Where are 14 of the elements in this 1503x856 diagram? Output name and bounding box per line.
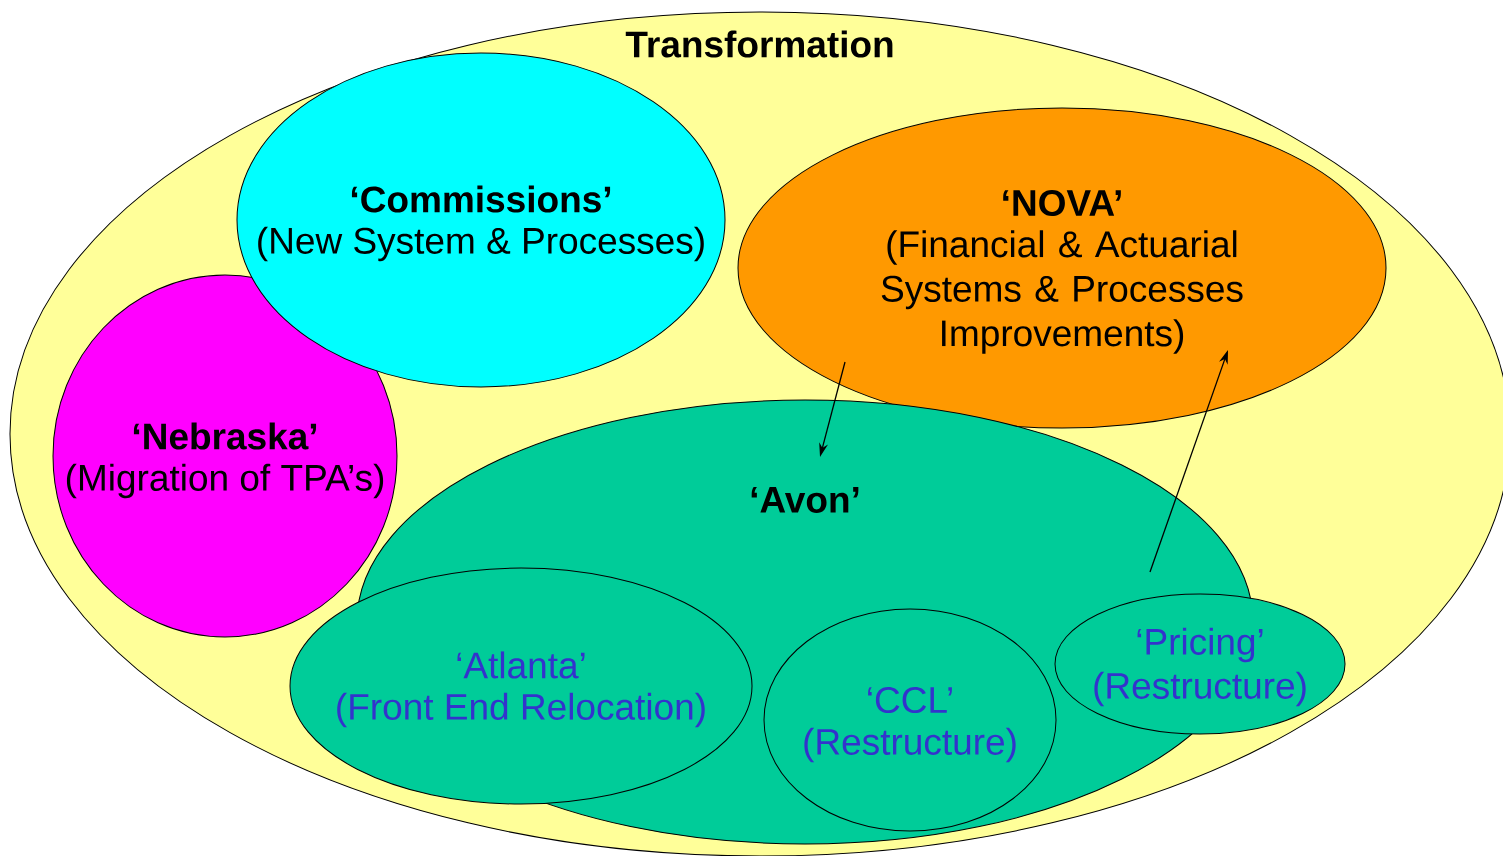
ellipse-description: (Restructure) xyxy=(1094,671,1306,707)
ellipse-description: (Migration of TPA’s) xyxy=(66,463,384,499)
ellipse-description: (Financial & Actuarial Systems & Processes Improvements) xyxy=(881,230,1243,354)
ellipse-title: ‘Commissions’ xyxy=(351,185,611,213)
ellipse-title: ‘Atlanta’ xyxy=(457,651,585,679)
ellipse-title: ‘Pricing’ xyxy=(1137,627,1263,663)
ellipse-title: ‘NOVA’ xyxy=(1003,189,1121,217)
ellipse-description: (Restructure) xyxy=(804,727,1016,763)
ellipse-description: (New System & Processes) xyxy=(258,226,704,262)
ellipse-description: (Front End Relocation) xyxy=(337,692,705,728)
ellipse-title: Transformation xyxy=(625,30,893,58)
ellipse-title: ‘Avon’ xyxy=(751,487,859,513)
ellipse-title: ‘Nebraska’ xyxy=(133,422,317,450)
ellipse-title: ‘CCL’ xyxy=(868,686,952,714)
